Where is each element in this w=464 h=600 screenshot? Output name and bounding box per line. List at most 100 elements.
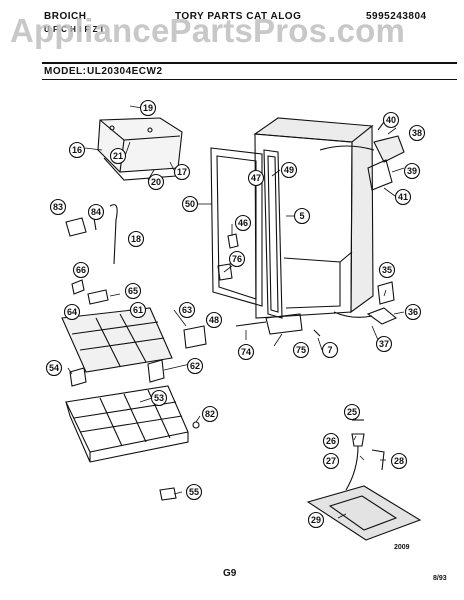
svg-text:29: 29: [311, 515, 321, 525]
part-62: [147, 359, 165, 383]
cabinet-part: [253, 117, 374, 319]
svg-text:5: 5: [299, 211, 304, 221]
callout-37: 37: [375, 335, 393, 353]
svg-text:53: 53: [154, 393, 164, 403]
svg-text:62: 62: [190, 361, 200, 371]
svg-text:46: 46: [238, 218, 248, 228]
callout-47: 47: [247, 169, 265, 187]
subtitle-label: U F C H I F Z I: [44, 25, 104, 34]
top-bracket-part: [97, 117, 183, 181]
callout-27: 27: [322, 452, 340, 470]
callout-36: 36: [404, 303, 422, 321]
svg-text:47: 47: [251, 173, 261, 183]
callout-38: 38: [408, 124, 426, 142]
part-75: [265, 313, 303, 335]
callout-61: 61: [129, 301, 147, 319]
part-27: [345, 445, 359, 491]
svg-text:83: 83: [53, 202, 63, 212]
part-82: [192, 421, 200, 429]
revision-date: 8/93: [433, 575, 447, 582]
callout-82: 82: [201, 405, 219, 423]
svg-text:21: 21: [113, 151, 123, 161]
rod-18-part: [109, 204, 118, 265]
svg-text:25: 25: [347, 407, 357, 417]
hinge-part: [71, 279, 85, 295]
basket-part: [65, 385, 189, 463]
bracket-61-part: [87, 289, 109, 305]
svg-text:27: 27: [326, 456, 336, 466]
svg-text:17: 17: [177, 167, 187, 177]
part-28: [371, 449, 385, 471]
part-54: [69, 367, 87, 387]
svg-text:50: 50: [185, 199, 195, 209]
switch-part: [227, 233, 239, 249]
catalog-number: 5995243804: [366, 11, 427, 22]
model-rule: [42, 79, 457, 80]
svg-text:61: 61: [133, 305, 143, 315]
callout-75: 75: [292, 341, 310, 359]
callout-20: 20: [147, 173, 165, 191]
part-74: [235, 321, 267, 327]
callout-39: 39: [403, 162, 421, 180]
callout-17: 17: [173, 163, 191, 181]
svg-text:55: 55: [189, 487, 199, 497]
part-35: [377, 281, 395, 305]
svg-text:18: 18: [131, 234, 141, 244]
callout-16: 16: [68, 141, 86, 159]
part-26: [351, 433, 365, 447]
callout-66: 66: [72, 261, 90, 279]
svg-text:75: 75: [296, 345, 306, 355]
callout-5: 5: [293, 207, 311, 225]
callout-65: 65: [124, 282, 142, 300]
part-63: [183, 325, 207, 349]
callout-74: 74: [237, 343, 255, 361]
callout-28: 28: [390, 452, 408, 470]
callout-29: 29: [307, 511, 325, 529]
svg-text:16: 16: [72, 145, 82, 155]
svg-text:65: 65: [128, 286, 138, 296]
model-label: MODEL:: [44, 66, 87, 77]
callout-40: 40: [382, 111, 400, 129]
svg-text:74: 74: [241, 347, 251, 357]
part-36: [366, 307, 398, 325]
svg-text:19: 19: [143, 103, 153, 113]
callout-55: 55: [185, 483, 203, 501]
svg-text:84: 84: [91, 207, 101, 217]
catalog-title: TORY PARTS CAT ALOG: [175, 11, 302, 22]
part-83: [65, 217, 87, 237]
svg-text:28: 28: [394, 456, 404, 466]
svg-text:7: 7: [327, 345, 332, 355]
door-gasket-part: [263, 149, 283, 319]
callout-19: 19: [139, 99, 157, 117]
thermostat-part: [319, 121, 405, 191]
callout-49: 49: [280, 161, 298, 179]
svg-text:64: 64: [67, 307, 77, 317]
header-rule: [42, 62, 457, 64]
svg-text:20: 20: [151, 177, 161, 187]
svg-text:82: 82: [205, 409, 215, 419]
svg-text:66: 66: [76, 265, 86, 275]
svg-text:37: 37: [379, 339, 389, 349]
model-value: UL20304ECW2: [87, 66, 163, 77]
callout-41: 41: [394, 188, 412, 206]
callout-25: 25: [343, 403, 361, 421]
callout-62: 62: [186, 357, 204, 375]
callout-48: 48: [205, 311, 223, 329]
callout-7: 7: [321, 341, 339, 359]
figure-number: 2009: [394, 544, 410, 551]
callout-54: 54: [45, 359, 63, 377]
shelf-part: [61, 307, 173, 373]
callout-46: 46: [234, 214, 252, 232]
brand-label: BROICH: [44, 11, 87, 22]
svg-text:48: 48: [209, 315, 219, 325]
svg-text:49: 49: [284, 165, 294, 175]
callout-50: 50: [181, 195, 199, 213]
part-76: [217, 263, 233, 281]
page-number: G9: [223, 568, 237, 579]
svg-text:54: 54: [49, 363, 59, 373]
callout-64: 64: [63, 303, 81, 321]
callout-83: 83: [49, 198, 67, 216]
svg-text:40: 40: [386, 115, 396, 125]
part-55: [159, 487, 177, 501]
